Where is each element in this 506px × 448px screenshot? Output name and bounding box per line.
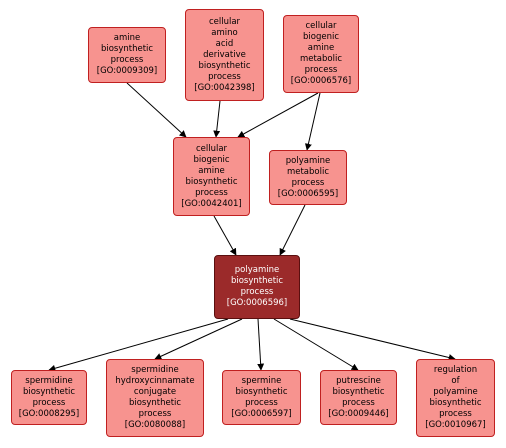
term-name-line: spermine <box>241 375 282 386</box>
go-id-label: [GO:0006595] <box>277 188 339 199</box>
edge-arrow <box>237 92 319 138</box>
edge-arrow <box>213 215 237 256</box>
term-name-line: process <box>32 397 66 408</box>
term-name-line: metabolic <box>299 54 343 64</box>
term-name-line: biosynthetic <box>100 44 154 54</box>
term-name-line: of <box>451 376 460 386</box>
term-name-line: biogenic <box>193 154 230 165</box>
go-id-label: [GO:0042401] <box>181 198 242 209</box>
term-name-line: spermidine <box>131 365 179 375</box>
term-name-line: conjugate <box>133 387 177 397</box>
go-id-label: [GO:0006596] <box>226 298 288 308</box>
term-name-line: biosynthetic <box>235 386 288 397</box>
term-name-line: amine <box>307 43 335 53</box>
term-name-line: biosynthetic <box>198 60 251 71</box>
term-name-line: metabolic <box>286 166 330 177</box>
edge-arrow <box>279 204 306 256</box>
term-name-line: polyamine <box>234 265 280 275</box>
term-name-line: process <box>439 409 472 419</box>
term-name-line: process <box>304 65 338 75</box>
go-id-label: [GO:0008295] <box>18 408 80 419</box>
term-name-line: amine <box>113 33 141 43</box>
term-name-line: amino <box>211 27 238 38</box>
term-name-line: biosynthetic <box>128 398 182 408</box>
go-id-label: [GO:0080088] <box>124 420 186 430</box>
term-name-line: biosynthetic <box>185 176 238 187</box>
term-name-line: process <box>208 71 241 82</box>
term-name-line: biosynthetic <box>429 398 482 408</box>
edge-arrow <box>48 318 229 372</box>
edge-arrow <box>304 92 321 151</box>
term-name-line: putrescine <box>336 375 381 386</box>
go-id-label: [GO:0042398] <box>194 82 255 93</box>
term-name-line: biogenic <box>302 32 339 42</box>
term-name-line: process <box>195 187 228 198</box>
edge-arrow <box>273 318 359 371</box>
term-name-line: cellular <box>195 143 228 154</box>
term-name-line: derivative <box>203 49 246 60</box>
term-name-line: process <box>240 287 274 297</box>
edge-arrow <box>289 318 456 361</box>
go-id-label: [GO:0010967] <box>425 420 486 430</box>
term-name-line: amine <box>198 165 225 176</box>
go-id-label: [GO:0009309] <box>96 66 158 76</box>
edge-arrow <box>126 82 187 138</box>
term-name-line: biosynthetic <box>332 386 385 397</box>
term-name-line: biosynthetic <box>230 276 284 286</box>
term-name-line: polyamine <box>433 387 478 397</box>
go-id-label: [GO:0006597] <box>231 408 292 419</box>
term-name-line: process <box>291 177 325 188</box>
term-name-line: cellular <box>208 16 241 27</box>
term-name-line: hydroxycinnamate <box>115 376 195 386</box>
term-name-line: polyamine <box>285 155 331 166</box>
term-name-line: biosynthetic <box>22 386 76 397</box>
term-name-line: acid <box>215 38 234 49</box>
edge-arrow <box>257 318 265 371</box>
edge-arrow <box>213 100 221 138</box>
term-name-line: spermidine <box>25 375 73 386</box>
term-name-line: process <box>138 409 172 419</box>
go-id-label: [GO:0009446] <box>328 408 389 419</box>
term-name-line: process <box>245 397 278 408</box>
term-name-line: process <box>342 397 375 408</box>
term-name-line: regulation <box>433 365 478 375</box>
edge-arrow <box>154 318 243 360</box>
term-name-line: process <box>110 55 144 65</box>
term-name-line: cellular <box>305 21 337 31</box>
go-id-label: [GO:0006576] <box>290 76 352 86</box>
